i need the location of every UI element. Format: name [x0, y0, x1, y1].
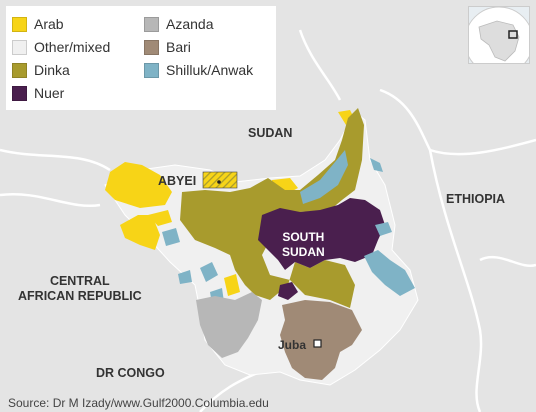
label-south-sudan: SOUTH SUDAN: [282, 230, 325, 259]
legend-label-other-mixed: Other/mixed: [34, 39, 111, 55]
legend-label-shilluk-anwak: Shilluk/Anwak: [166, 62, 254, 78]
label-sudan: SUDAN: [248, 126, 293, 140]
legend-item-other-mixed: Other/mixed: [12, 39, 110, 55]
legend-swatch-shilluk-anwak: [144, 62, 159, 78]
legend-swatch-azanda: [144, 16, 159, 32]
juba-marker: [313, 339, 322, 348]
legend-swatch-dinka: [12, 62, 27, 78]
legend-swatch-bari: [144, 39, 159, 55]
legend-swatch-arab: [12, 16, 27, 32]
region-dinka: [180, 108, 364, 308]
legend-label-bari: Bari: [166, 39, 191, 55]
legend-label-arab: Arab: [34, 16, 64, 32]
map-legend: Arab Other/mixed Dinka Nuer Azanda Bari …: [6, 6, 276, 110]
legend-item-nuer: Nuer: [12, 85, 64, 101]
legend-item-azanda: Azanda: [144, 16, 213, 32]
legend-swatch-nuer: [12, 85, 27, 101]
label-drc: DR CONGO: [96, 366, 165, 380]
country-borders: [0, 29, 536, 412]
label-abyei: ABYEI: [158, 174, 197, 188]
label-car: CENTRAL AFRICAN REPUBLIC: [18, 274, 142, 303]
region-abyei: [202, 171, 238, 189]
abyei-marker: [217, 180, 221, 184]
legend-item-shilluk-anwak: Shilluk/Anwak: [144, 62, 253, 78]
legend-item-bari: Bari: [144, 39, 191, 55]
region-nuer-2: [278, 282, 298, 300]
region-shilluk-anwak: [162, 150, 415, 304]
legend-item-arab: Arab: [12, 16, 64, 32]
legend-label-azanda: Azanda: [166, 16, 214, 32]
legend-label-dinka: Dinka: [34, 62, 70, 78]
region-azanda: [196, 292, 262, 358]
region-nuer: [258, 198, 385, 270]
label-juba: Juba: [278, 338, 307, 352]
legend-swatch-other-mixed: [12, 39, 27, 55]
legend-label-nuer: Nuer: [34, 85, 65, 101]
globe-inset-map: [469, 7, 529, 63]
globe-inset: [468, 6, 530, 64]
label-ethiopia: ETHIOPIA: [446, 192, 506, 206]
source-note: Source: Dr M Izady/www.Gulf2000.Columbia…: [8, 396, 269, 410]
legend-item-dinka: Dinka: [12, 62, 70, 78]
